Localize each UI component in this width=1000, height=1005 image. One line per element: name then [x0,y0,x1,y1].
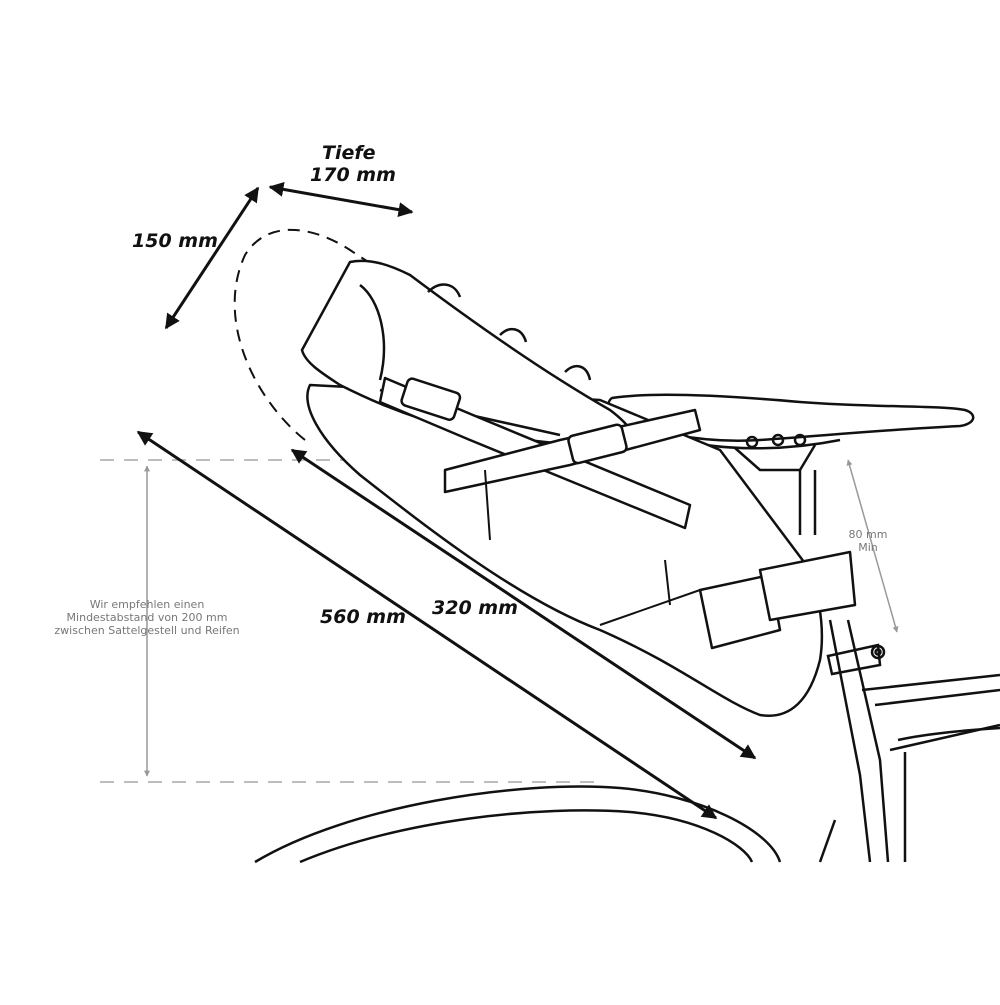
recommendation-line: Wir empfehlen einen [89,598,205,611]
height-label: 150 mm [132,230,218,252]
min-gap-80mm-unit: Min [858,541,878,554]
seat-clamp [826,643,886,676]
height-arrow [164,186,260,330]
min-gap-80mm-value: 80 mm [848,528,888,541]
bag-length-label: 320 mm [432,597,518,619]
bag-length-arrow [290,448,757,760]
min-gap-80mm-line [846,459,899,633]
bag-hooks [427,283,592,381]
depth-value: 170 mm [310,164,396,186]
depth-arrow [268,181,414,218]
total-length-label: 560 mm [320,606,406,628]
recommendation-line: Mindestabstand von 200 mm [66,611,228,624]
recommendation-line: zwischen Sattelgestell und Reifen [54,624,240,637]
depth-title: Tiefe [322,142,376,164]
min-gap-80mm-label: 80 mm Min [843,528,893,554]
saddle-bag [300,259,824,718]
recommendation-note: Wir empfehlen einen Mindestabstand von 2… [52,598,242,637]
expanded-bag-outline [233,229,393,441]
rear-wheel [254,785,782,864]
